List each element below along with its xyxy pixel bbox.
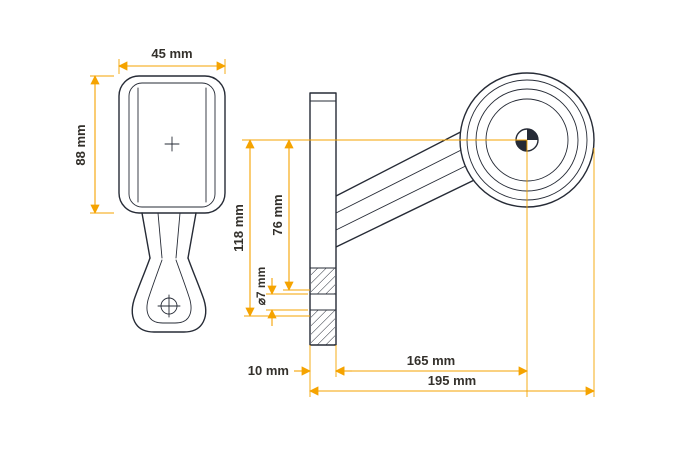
dim-label-195mm: 195 mm — [428, 373, 476, 388]
dimension-body-height: 88 mm — [73, 75, 114, 214]
dim-label-7mm: ⌀7 mm — [254, 267, 268, 306]
mounting-foot — [131, 257, 207, 333]
lamp-body-outline — [118, 75, 226, 214]
dimension-arm-height: 76 mm — [270, 139, 310, 291]
plate-hatch-upper — [311, 268, 335, 294]
dimension-overall: 195 mm — [309, 373, 595, 396]
dimension-hole-diameter: ⌀7 mm — [254, 267, 308, 326]
body-center-mark — [164, 136, 180, 152]
foot-hole — [157, 294, 181, 318]
dim-label-118mm: 118 mm — [231, 204, 246, 252]
lamp-body-inner-outline — [128, 82, 216, 208]
mounting-plate — [309, 92, 337, 346]
side-view — [309, 72, 595, 346]
front-view — [118, 75, 226, 333]
dim-label-88mm: 88 mm — [73, 124, 88, 165]
dim-label-76mm: 76 mm — [270, 194, 285, 235]
dimension-reach: 165 mm — [335, 353, 528, 376]
dim-label-165mm: 165 mm — [407, 353, 455, 368]
rubber-stem — [141, 212, 197, 259]
dimension-bracket-height: 118 mm — [231, 139, 310, 317]
dim-label-10mm: 10 mm — [248, 363, 289, 378]
plate-hatch-lower — [311, 310, 335, 345]
dimensions: 45 mm 88 mm 118 mm 76 mm — [73, 46, 595, 397]
dim-label-45mm: 45 mm — [151, 46, 192, 61]
dimension-body-width: 45 mm — [118, 46, 226, 74]
